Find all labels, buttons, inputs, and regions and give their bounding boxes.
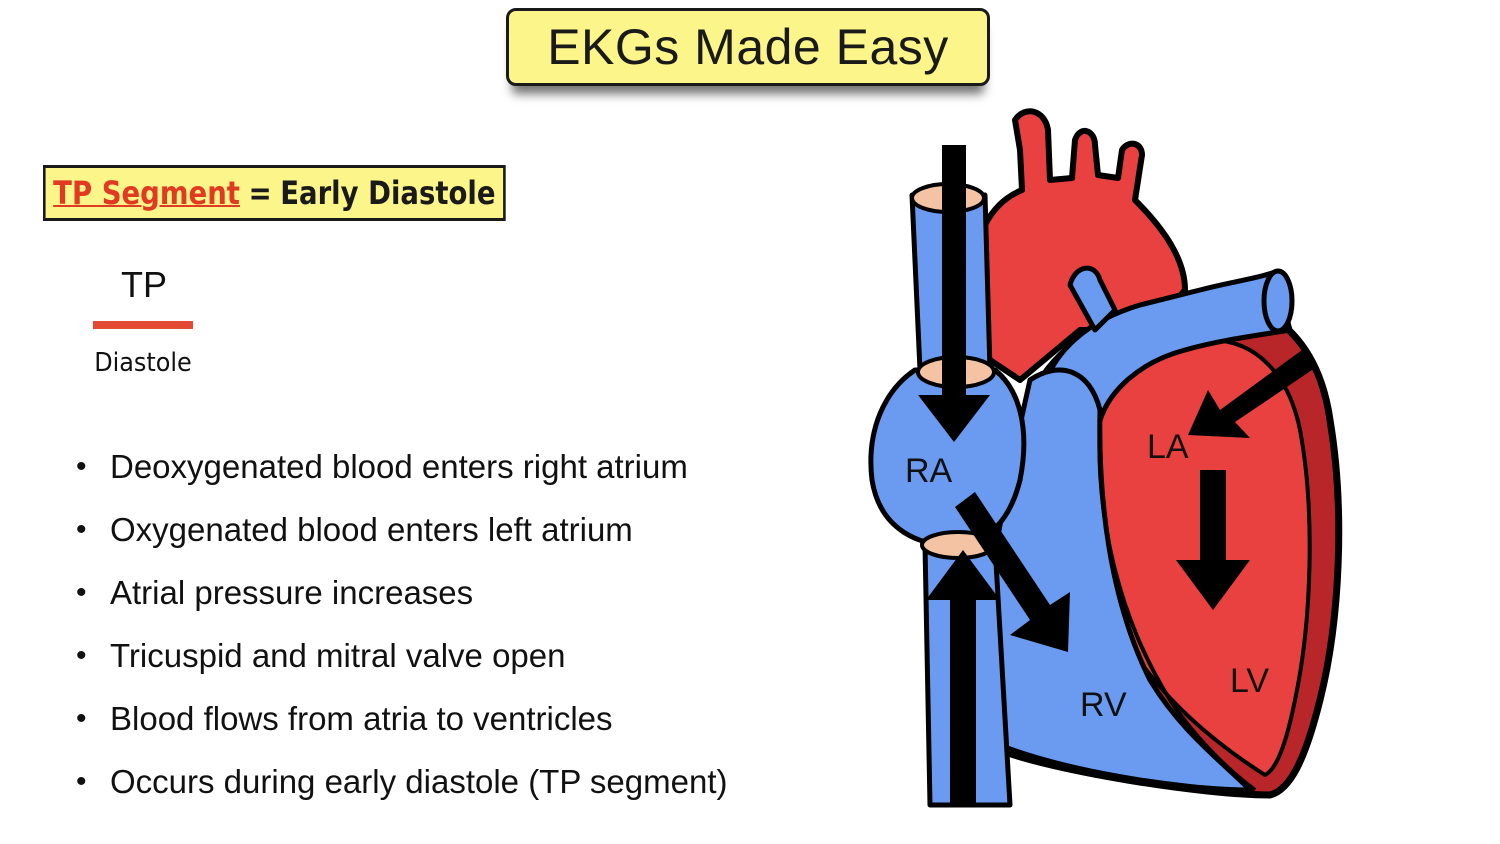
list-item-text: Oxygenated blood enters left atrium (110, 511, 633, 548)
list-item: • Oxygenated blood enters left atrium (72, 507, 792, 570)
bullet-icon: • (76, 450, 87, 483)
list-item: • Blood flows from atria to ventricles (72, 696, 792, 759)
list-item-text: Occurs during early diastole (TP segment… (110, 763, 728, 800)
tp-segment-label: TP (120, 264, 167, 305)
list-item: • Occurs during early diastole (TP segmen… (72, 759, 792, 822)
list-item-text: Atrial pressure increases (110, 574, 474, 611)
arrow-shaft-la-lv (1200, 470, 1226, 565)
tp-segment-line (93, 321, 193, 329)
arrow-into-la (1188, 350, 1315, 438)
title-box: EKGs Made Easy (506, 8, 990, 86)
arrow-shaft-ivc (950, 595, 976, 807)
bullet-icon: • (76, 702, 87, 735)
diastole-label: Diastole (94, 348, 192, 378)
segment-meaning: Early Diastole (280, 174, 496, 212)
label-rv: RV (1080, 686, 1127, 724)
label-ra: RA (905, 452, 953, 490)
page-title: EKGs Made Easy (547, 19, 949, 75)
list-item: • Tricuspid and mitral valve open (72, 633, 792, 696)
bullet-icon: • (76, 513, 87, 546)
list-item-text: Blood flows from atria to ventricles (110, 700, 613, 737)
bullet-icon: • (76, 576, 87, 609)
bullet-list: •Deoxygenated blood enters right atrium … (72, 444, 792, 822)
list-item: • Atrial pressure increases (72, 570, 792, 633)
heart-diagram: RA LA RV LV (868, 108, 1343, 808)
arrow-head-la-lv (1176, 560, 1250, 610)
arrow-head-ivc (926, 550, 1000, 600)
segment-definition-box: TP Segment = Early Diastole (43, 165, 506, 221)
septum-line (1097, 419, 1257, 792)
tp-segment-link[interactable]: TP Segment (53, 174, 240, 212)
flow-arrows (918, 145, 1315, 807)
pulmonary-branch (1067, 265, 1118, 333)
label-la: LA (1147, 428, 1189, 466)
arrow-shaft-svc (942, 145, 966, 400)
equals-sign: = (248, 174, 272, 212)
pulmonary-opening (1261, 268, 1295, 334)
label-lv: LV (1230, 662, 1269, 700)
list-item-text: Deoxygenated blood enters right atrium (110, 448, 688, 485)
arrow-head-svc (918, 395, 990, 442)
arrow-ra-to-rv (955, 492, 1070, 652)
bullet-icon: • (76, 765, 87, 798)
bullet-icon: • (76, 639, 87, 672)
list-item: • Deoxygenated blood enters right atrium (72, 444, 792, 507)
list-item-text: Tricuspid and mitral valve open (110, 637, 566, 674)
